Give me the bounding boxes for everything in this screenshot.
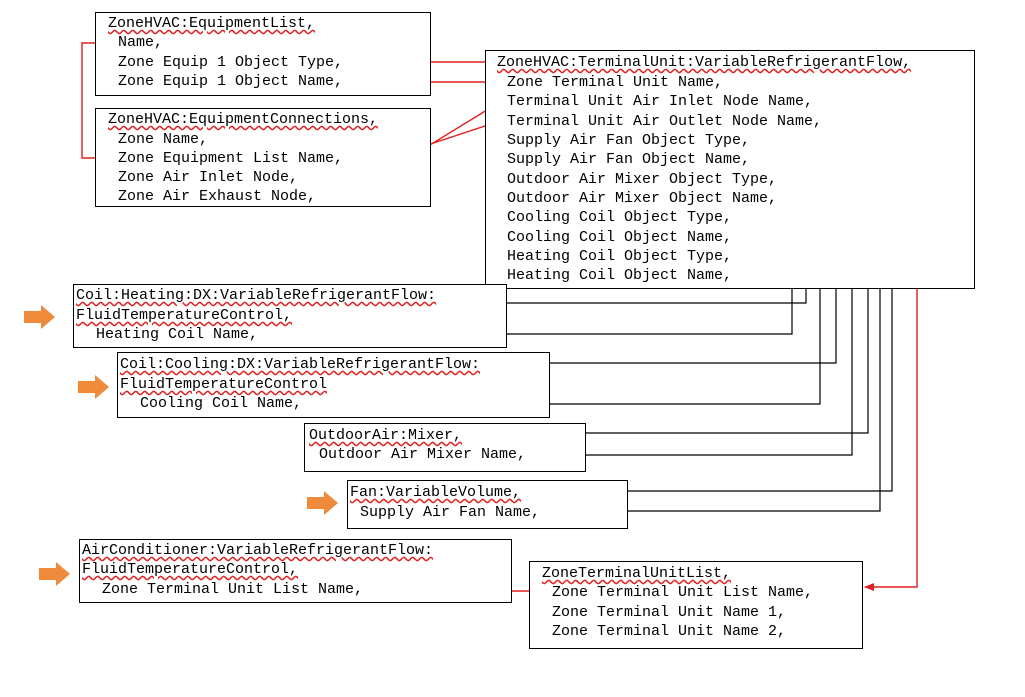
- heating-coil-header-line-2: FluidTemperatureControl,: [76, 307, 293, 324]
- air-conditioner-vrf-object: AirConditioner:VariableRefrigerantFlow: …: [79, 539, 512, 603]
- tu-list-name-1-field: Zone Terminal Unit Name 1,: [552, 604, 787, 621]
- zone-equipment-list-name-field: Zone Equipment List Name,: [118, 150, 344, 167]
- fan-variable-volume-object: Fan:VariableVolume, Supply Air Fan Name,: [347, 480, 628, 529]
- tu-heating-coil-type-field: Heating Coil Object Type,: [507, 248, 733, 265]
- heating-coil-header-line-1: Coil:Heating:DX:VariableRefrigerantFlow:: [76, 287, 437, 304]
- equipment-list-name-field: Name,: [118, 34, 164, 51]
- equipment-list-object: ZoneHVAC:EquipmentList, Name, Zone Equip…: [95, 12, 431, 96]
- zone-name-field: Zone Name,: [118, 131, 209, 148]
- tu-cooling-coil-name-field: Cooling Coil Object Name,: [507, 229, 733, 246]
- cooling-coil-orange-arrow-icon: [78, 375, 109, 399]
- heating-coil-orange-arrow-icon: [24, 305, 55, 329]
- equipment-list-header: ZoneHVAC:EquipmentList,: [108, 15, 316, 32]
- tu-fan-name-field: Supply Air Fan Object Name,: [507, 151, 751, 168]
- tu-cooling-coil-type-field: Cooling Coil Object Type,: [507, 209, 733, 226]
- fan-header: Fan:VariableVolume,: [350, 484, 522, 501]
- equipment-connections-object: ZoneHVAC:EquipmentConnections, Zone Name…: [95, 108, 431, 207]
- equipment-list-objname-field: Zone Equip 1 Object Name,: [118, 73, 344, 90]
- heating-coil-object: Coil:Heating:DX:VariableRefrigerantFlow:…: [73, 284, 507, 348]
- cooling-coil-header-line-2: FluidTemperatureControl: [120, 376, 328, 393]
- tu-name-field: Zone Terminal Unit Name,: [507, 74, 724, 91]
- cooling-coil-header-line-1: Coil:Cooling:DX:VariableRefrigerantFlow:: [120, 356, 481, 373]
- vrf-terminal-unit-object: ZoneHVAC:TerminalUnit:VariableRefrigeran…: [485, 50, 975, 289]
- tu-outlet-node-field: Terminal Unit Air Outlet Node Name,: [507, 113, 823, 130]
- cooling-coil-object: Coil:Cooling:DX:VariableRefrigerantFlow:…: [117, 352, 550, 418]
- tu-list-name-field: Zone Terminal Unit List Name,: [552, 584, 814, 601]
- tu-fan-type-field: Supply Air Fan Object Type,: [507, 132, 751, 149]
- zone-terminal-unit-list-header: ZoneTerminalUnitList,: [542, 565, 732, 582]
- fan-name-field: Supply Air Fan Name,: [360, 504, 541, 521]
- air-conditioner-tu-list-name-field: Zone Terminal Unit List Name,: [102, 581, 364, 598]
- fan-orange-arrow-icon: [307, 491, 338, 515]
- tu-list-name-2-field: Zone Terminal Unit Name 2,: [552, 623, 787, 640]
- tu-oa-mixer-type-field: Outdoor Air Mixer Object Type,: [507, 171, 778, 188]
- heating-coil-name-field: Heating Coil Name,: [96, 326, 259, 343]
- vrf-terminal-unit-header: ZoneHVAC:TerminalUnit:VariableRefrigeran…: [497, 54, 912, 71]
- zone-air-exhaust-node-field: Zone Air Exhaust Node,: [118, 188, 317, 205]
- equipment-list-type-field: Zone Equip 1 Object Type,: [118, 54, 344, 71]
- zone-terminal-unit-list-object: ZoneTerminalUnitList, Zone Terminal Unit…: [529, 561, 863, 649]
- air-conditioner-header-line-2: FluidTemperatureControl,: [82, 561, 299, 578]
- air-conditioner-orange-arrow-icon: [39, 562, 70, 586]
- tu-inlet-node-field: Terminal Unit Air Inlet Node Name,: [507, 93, 814, 110]
- equipment-connections-header: ZoneHVAC:EquipmentConnections,: [108, 111, 379, 128]
- zone-air-inlet-node-field: Zone Air Inlet Node,: [118, 169, 299, 186]
- tu-heating-coil-name-field: Heating Coil Object Name,: [507, 267, 733, 284]
- outdoor-air-mixer-object: OutdoorAir:Mixer, Outdoor Air Mixer Name…: [304, 423, 586, 472]
- cooling-coil-name-field: Cooling Coil Name,: [140, 395, 303, 412]
- outdoor-air-mixer-header: OutdoorAir:Mixer,: [309, 427, 463, 444]
- tu-oa-mixer-name-field: Outdoor Air Mixer Object Name,: [507, 190, 778, 207]
- outdoor-air-mixer-name-field: Outdoor Air Mixer Name,: [319, 446, 527, 463]
- air-conditioner-header-line-1: AirConditioner:VariableRefrigerantFlow:: [82, 542, 434, 559]
